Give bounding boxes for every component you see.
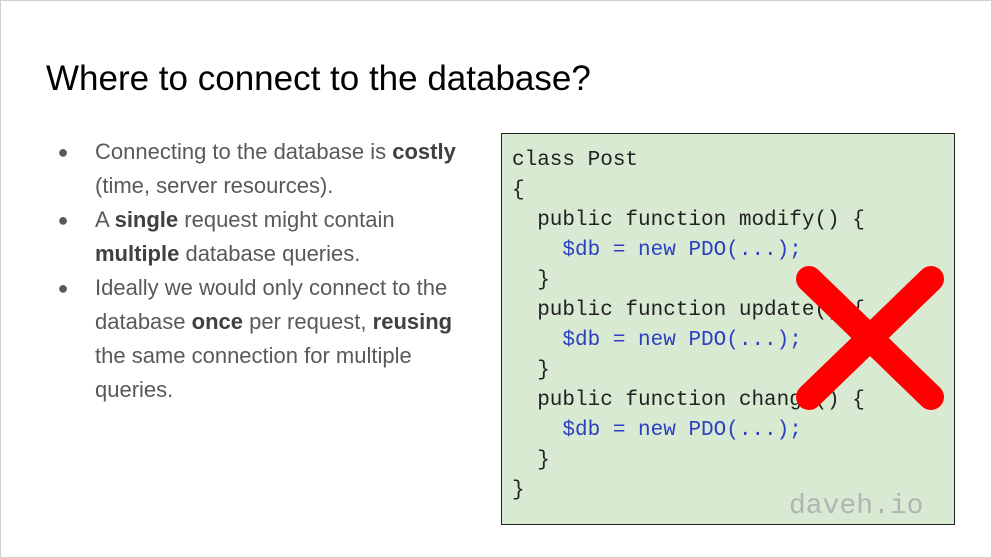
code-segment (512, 239, 562, 262)
code-line: public function change() { (512, 386, 865, 416)
code-line: } (512, 476, 865, 506)
code-block: class Post { public function modify() { $… (501, 133, 955, 525)
code-segment: } (512, 449, 550, 472)
bullet-emphasis: once (191, 309, 243, 334)
bullet-dot: ● (57, 210, 69, 230)
bullet-dot: ● (57, 142, 69, 162)
code-segment (512, 419, 562, 442)
code-highlight: $db = new PDO(...); (562, 329, 802, 352)
code-segment: class Post (512, 149, 639, 172)
watermark: daveh.io (789, 491, 924, 522)
code-line: } (512, 266, 865, 296)
bullet-emphasis: reusing (372, 309, 453, 334)
bullet-text: Ideally we would only connect to the dat… (95, 275, 448, 334)
bullet-text: database queries. (179, 241, 361, 266)
code-highlight: $db = new PDO(...); (562, 419, 802, 442)
code-segment: { (512, 179, 525, 202)
code-text: class Post { public function modify() { $… (512, 146, 865, 506)
code-line: $db = new PDO(...); (512, 416, 865, 446)
bullet-emphasis: multiple (95, 241, 180, 266)
code-line: public function modify() { (512, 206, 865, 236)
slide-title: Where to connect to the database? (46, 59, 591, 98)
code-highlight: $db = new PDO(...); (562, 239, 802, 262)
code-segment: public function modify() { (512, 209, 865, 232)
code-segment: } (512, 359, 550, 382)
code-segment: public function update() { (512, 299, 865, 322)
code-segment: public function change() { (512, 389, 865, 412)
bullet-text: the same connection for multiple queries… (95, 343, 412, 402)
bullet-text: (time, server resources). (95, 173, 334, 198)
code-line: class Post (512, 146, 865, 176)
code-line: { (512, 176, 865, 206)
code-line: $db = new PDO(...); (512, 236, 865, 266)
code-line: public function update() { (512, 296, 865, 326)
bullet-emphasis: costly (392, 139, 456, 164)
bullet-dot: ● (57, 278, 69, 298)
bullet-list: ● Connecting to the database is costly (t… (55, 135, 475, 407)
bullet-text: Connecting to the database is (95, 139, 393, 164)
code-line: } (512, 446, 865, 476)
bullet-item: ● A single request might contain multiple… (55, 203, 475, 271)
code-line: $db = new PDO(...); (512, 326, 865, 356)
bullet-text: A (95, 207, 115, 232)
code-segment: } (512, 479, 525, 502)
code-segment: } (512, 269, 550, 292)
bullet-text: request might contain (178, 207, 395, 232)
bullet-text: per request, (243, 309, 373, 334)
bullet-item: ● Ideally we would only connect to the da… (55, 271, 475, 407)
code-segment (512, 329, 562, 352)
bullet-emphasis: single (114, 207, 179, 232)
bullet-item: ● Connecting to the database is costly (t… (55, 135, 475, 203)
code-line: } (512, 356, 865, 386)
